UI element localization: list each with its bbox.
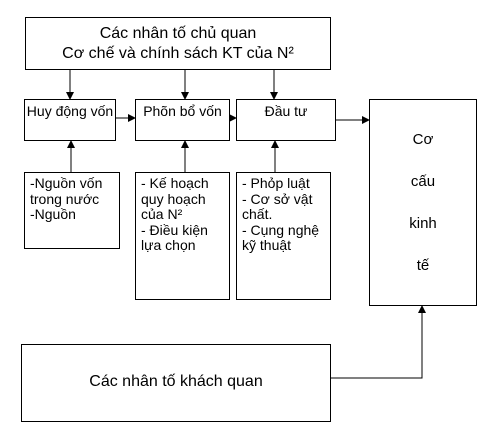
investment-box: Đầu tư [236,99,336,141]
structure-word-3: kinh [409,215,437,232]
structure-word-1: Cơ [412,131,434,148]
structure-word-2: cấu [410,173,436,190]
policy-mechanism-text: Cơ chế và chính sách KT của N² [62,45,294,62]
mobilize-capital-box: Huy động vốn [24,99,116,141]
allocate-details-box: - Kế hoạch quy hoạch của N² - Điều kiện … [135,172,230,300]
objective-factors-box: Các nhân tố khách quan [21,344,331,422]
objective-factors-label: Các nhân tố khách quan [89,373,263,390]
subjective-factors-box: Các nhân tố chủ quan Cơ chế và chính sác… [25,17,331,70]
structure-word-4: tế [416,257,430,274]
investment-label: Đầu tư [264,103,308,119]
mobilize-details-box: -Nguồn vốn trong nước -Nguồn [24,172,120,249]
allocate-details-text: - Kế hoạch quy hoạch của N² - Điều kiện … [141,175,209,253]
allocate-capital-box: Phõn bổ vốn [135,99,230,141]
arrow-bottom-to-structure [331,305,426,379]
mobilize-details-text: -Nguồn vốn trong nước -Nguồn [30,175,103,222]
invest-details-text: - Phỏp luật - Cơ sở vật chất. - Cụng ngh… [242,175,320,253]
allocate-capital-label: Phõn bổ vốn [143,103,222,119]
invest-details-box: - Phỏp luật - Cơ sở vật chất. - Cụng ngh… [236,172,331,300]
economic-structure-box: Cơ cấu kinh tế [369,99,477,306]
subjective-factors-title: Các nhân tố chủ quan [99,25,257,42]
mobilize-capital-label: Huy động vốn [26,103,114,119]
